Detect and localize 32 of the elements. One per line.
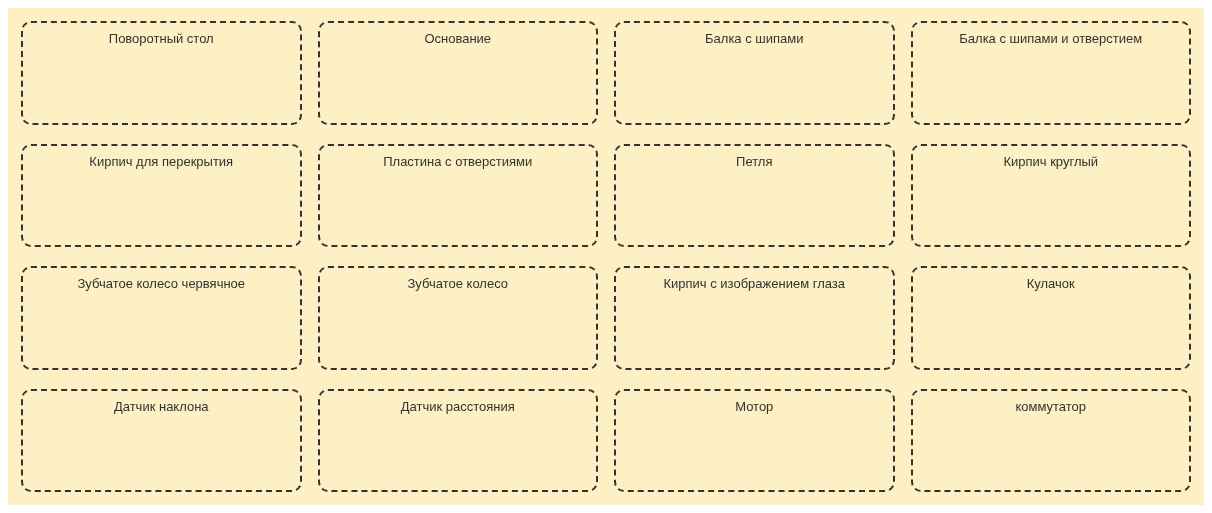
dashed-box	[317, 143, 598, 247]
box-label: Балка с шипами	[705, 31, 804, 48]
box-label: коммутатор	[1015, 398, 1087, 415]
dashed-box	[910, 266, 1191, 370]
dashed-box	[21, 266, 302, 370]
box-label: Кулачок	[1026, 276, 1075, 293]
box-label: Балка с шипами и отверстием	[959, 31, 1143, 48]
dashed-box	[317, 388, 598, 492]
dashed-box	[21, 388, 302, 492]
dashed-box	[910, 388, 1191, 492]
dashed-box	[614, 21, 895, 125]
box-label: Основание	[424, 31, 492, 48]
box-label: Петля	[736, 153, 773, 170]
dashed-box	[614, 388, 895, 492]
box-label: Датчик расстояния	[400, 398, 515, 415]
box-label: Поворотный стол	[108, 31, 214, 48]
box-label: Мотор	[735, 398, 774, 415]
box-label: Кирпич для перекрытия	[89, 153, 234, 170]
dashed-box	[910, 21, 1191, 125]
box-label: Зубчатое колесо червячное	[77, 276, 246, 293]
dashed-box	[317, 21, 598, 125]
box-label: Кирпич круглый	[1003, 153, 1099, 170]
dashed-box	[317, 266, 598, 370]
dashed-box	[21, 21, 302, 125]
dashed-box	[614, 143, 895, 247]
dashed-box	[21, 143, 302, 247]
dashed-box	[614, 266, 895, 370]
box-label: Датчик наклона	[113, 398, 209, 415]
box-label: Зубчатое колесо	[407, 276, 509, 293]
box-label: Кирпич с изображением глаза	[663, 276, 845, 293]
box-label: Пластина с отверстиями	[383, 153, 533, 170]
dashed-box	[910, 143, 1191, 247]
